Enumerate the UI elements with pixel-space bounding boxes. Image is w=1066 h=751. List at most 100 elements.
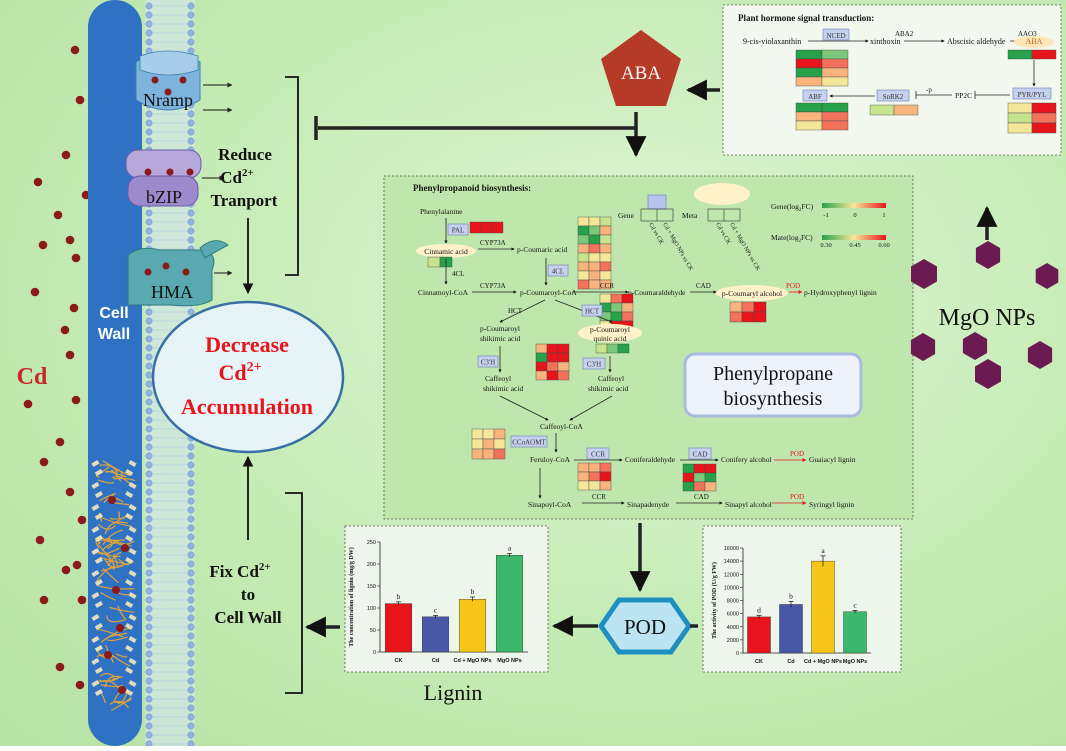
heat-cell <box>471 428 484 440</box>
enzyme-text: HCT <box>508 307 523 315</box>
heat-cell <box>1031 49 1057 60</box>
heat-cell <box>821 76 849 87</box>
fiber-cap <box>94 557 103 564</box>
y-tick-label: 0 <box>373 650 376 656</box>
heat-cell <box>869 104 895 116</box>
heat-cell <box>493 438 506 450</box>
gene-colour-bar <box>822 203 886 208</box>
fiber <box>113 477 136 482</box>
fiber-cap <box>128 460 137 467</box>
heat-cell <box>588 471 601 482</box>
membrane-bead <box>187 20 195 28</box>
fiber <box>102 529 123 546</box>
heat-cell <box>682 472 695 483</box>
membrane-bead <box>187 452 195 460</box>
coumaryl-highlight <box>716 285 788 301</box>
cd-ion <box>72 560 82 570</box>
fiber <box>95 566 115 583</box>
membrane-bead <box>145 605 153 613</box>
heat-cell <box>599 234 612 245</box>
heat-cell <box>753 301 767 313</box>
membrane-bead <box>187 11 195 19</box>
pathway-arrow <box>499 395 549 421</box>
membrane-bead <box>145 398 153 406</box>
enzyme-box <box>586 447 610 460</box>
heat-cell <box>577 225 590 236</box>
y-tick-label: 4000 <box>727 625 739 631</box>
bzip-label: bZIP <box>146 187 182 207</box>
membrane-bead <box>187 110 195 118</box>
cd-ion-bound <box>104 651 112 659</box>
fiber-cap <box>125 667 134 674</box>
membrane-bead <box>187 677 195 685</box>
heat-cell <box>729 301 743 313</box>
heat-cell <box>588 261 601 272</box>
y-tick-label: 6000 <box>727 612 739 618</box>
pod-text: POD <box>790 493 804 501</box>
heat-cell <box>599 293 612 304</box>
membrane-bead <box>145 497 153 505</box>
heat-cell <box>693 463 706 474</box>
cd-ion <box>60 325 70 335</box>
bracket-bottom <box>285 492 303 694</box>
fiber <box>106 636 128 642</box>
enzyme-label: CCoAOMT <box>512 439 546 447</box>
significance-letter: a <box>508 543 512 552</box>
nramp-transporter: Nramp <box>135 50 233 113</box>
fiber-cap <box>91 548 100 555</box>
h-p: -p <box>926 86 932 94</box>
heatmap-pcoumaric <box>577 216 612 290</box>
cell-wall-label-2: Wall <box>98 326 130 343</box>
h-cis: 9-cis-violaxanthin <box>743 37 801 46</box>
mgo-particle <box>910 333 936 361</box>
fiber <box>104 558 124 568</box>
membrane-bead <box>187 443 195 451</box>
membrane-bead <box>145 470 153 478</box>
mate-legend-end: FC) <box>801 233 813 242</box>
bar <box>843 611 867 654</box>
membrane-bead <box>145 362 153 370</box>
gene-legend-title: Gene(log2FC) <box>771 202 814 213</box>
membrane-bead <box>145 695 153 703</box>
fiber-cap <box>125 645 134 652</box>
membrane-bead <box>187 668 195 676</box>
metabolite-label: Guaiacyl lignin <box>809 455 856 464</box>
cd-ion <box>30 287 40 297</box>
membrane-bead <box>187 632 195 640</box>
fiber-cap <box>125 689 134 696</box>
heat-cell <box>1007 49 1033 60</box>
membrane-bead <box>187 704 195 712</box>
membrane-bead <box>145 29 153 37</box>
bar <box>421 616 450 653</box>
cd-ion-bound <box>118 686 126 694</box>
mate-legend-sub: 2 <box>799 239 802 244</box>
heat-cell <box>588 279 601 290</box>
heat-cell <box>595 343 608 354</box>
cd-ion-bound <box>116 624 124 632</box>
heat-cell <box>821 111 849 122</box>
heat-cell <box>546 343 559 354</box>
membrane-bead <box>187 605 195 613</box>
membrane-bead <box>145 623 153 631</box>
heatmap-pal <box>469 221 504 234</box>
h-aba: ABA <box>1026 37 1043 46</box>
h-xin: xinthoxin <box>870 37 901 46</box>
membrane-bead <box>145 713 153 721</box>
metabolite-label: Caffeoyl <box>598 374 624 383</box>
heat-cell <box>893 104 919 116</box>
membrane-bead <box>145 128 153 136</box>
heat-cell <box>795 76 823 87</box>
fiber <box>104 521 128 535</box>
heatmap-coumaryl <box>729 301 767 323</box>
cd-ion <box>55 437 65 447</box>
significance-letter: c <box>434 605 438 614</box>
heat-cell <box>588 480 601 491</box>
fiber-cap <box>94 513 103 520</box>
fiber-cap <box>91 504 100 511</box>
heatmap-cad-2 <box>682 463 717 492</box>
heat-cell <box>1007 102 1033 114</box>
membrane-bead <box>187 623 195 631</box>
enzyme-box <box>447 223 469 236</box>
